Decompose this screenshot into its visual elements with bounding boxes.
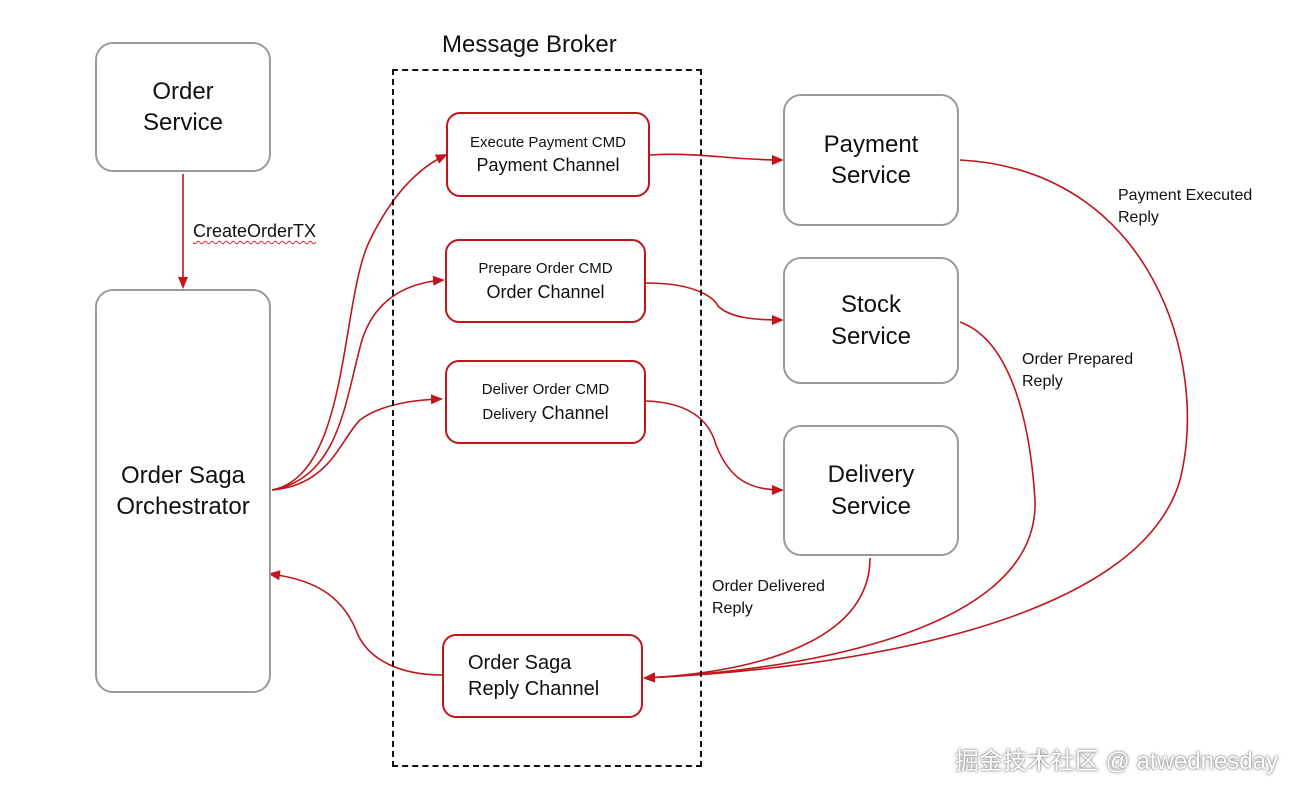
order-channel-node: Prepare Order CMD Order Channel bbox=[445, 239, 646, 323]
stock-service-line1: Stock bbox=[840, 291, 902, 319]
edge-order-reply bbox=[643, 321, 1036, 683]
delivery-reply-label-line1: Order Delivered bbox=[712, 578, 825, 595]
delivery-channel-name-suffix: Channel bbox=[541, 402, 609, 423]
edge-payment-reply bbox=[643, 159, 1189, 683]
delivery-channel-node: Deliver Order CMD Delivery Channel bbox=[445, 360, 646, 444]
payment-service-line2: Service bbox=[830, 162, 912, 189]
payment-reply-label: Payment Executed Reply bbox=[1118, 185, 1252, 229]
reply-channel-line1: Order Saga bbox=[468, 652, 572, 674]
order-service-line2: Service bbox=[142, 109, 224, 136]
edge-delivery-reply bbox=[643, 557, 871, 683]
broker-title: Message Broker bbox=[442, 31, 617, 58]
edge-reply-to-orchestrator bbox=[268, 570, 443, 676]
watermark: 掘金技术社区 @ atwednesday bbox=[954, 748, 1278, 775]
edge-payment-channel-to-payment-service bbox=[649, 153, 784, 165]
create-order-label: CreateOrderTX bbox=[193, 221, 317, 241]
payment-reply-label-line2: Reply bbox=[1118, 209, 1159, 226]
orchestrator-line2: Orchestrator bbox=[116, 493, 250, 520]
order-reply-label-line2: Reply bbox=[1022, 373, 1063, 390]
stock-service-node: Stock Service bbox=[783, 257, 959, 384]
delivery-service-line1: Delivery bbox=[827, 461, 915, 489]
payment-service-line1: Payment bbox=[823, 130, 919, 158]
order-reply-label-line1: Order Prepared bbox=[1022, 351, 1134, 368]
edge-orchestrator-to-delivery-channel bbox=[271, 394, 443, 491]
orchestrator-line1: Order Saga bbox=[120, 461, 246, 489]
reply-channel-node: Order Saga Reply Channel bbox=[442, 634, 643, 718]
delivery-channel-name-prefix: Delivery bbox=[482, 405, 537, 423]
stock-service-line2: Service bbox=[830, 322, 912, 350]
edge-orchestrator-to-order-channel bbox=[271, 275, 445, 491]
edge-order-channel-to-stock-service bbox=[645, 282, 784, 325]
order-channel-cmd: Prepare Order CMD bbox=[478, 260, 613, 278]
order-service-line1: Order bbox=[152, 77, 214, 105]
orchestrator-node: Order Saga Orchestrator bbox=[95, 289, 271, 693]
reply-channel-line2: Reply Channel bbox=[468, 678, 600, 700]
order-service-node: Order Service bbox=[95, 42, 271, 172]
payment-service-node: Payment Service bbox=[783, 94, 959, 226]
payment-channel-node: Execute Payment CMD Payment Channel bbox=[446, 112, 650, 197]
edge-delivery-channel-to-delivery-service bbox=[645, 400, 784, 495]
delivery-channel-name: Delivery Channel bbox=[482, 402, 608, 425]
payment-channel-cmd: Execute Payment CMD bbox=[470, 133, 626, 151]
payment-reply-label-line1: Payment Executed bbox=[1118, 187, 1253, 204]
payment-channel-name: Payment Channel bbox=[476, 155, 620, 176]
order-reply-label: Order Prepared Reply bbox=[1022, 349, 1133, 393]
order-channel-name: Order Channel bbox=[486, 281, 605, 302]
edge-orchestrator-to-payment-channel bbox=[271, 154, 448, 491]
delivery-reply-label: Order Delivered Reply bbox=[712, 576, 825, 620]
delivery-service-node: Delivery Service bbox=[783, 425, 959, 556]
delivery-reply-label-line2: Reply bbox=[712, 600, 753, 617]
delivery-service-line2: Service bbox=[830, 492, 912, 520]
delivery-channel-cmd: Deliver Order CMD bbox=[481, 381, 610, 399]
message-broker-boundary bbox=[392, 69, 702, 767]
